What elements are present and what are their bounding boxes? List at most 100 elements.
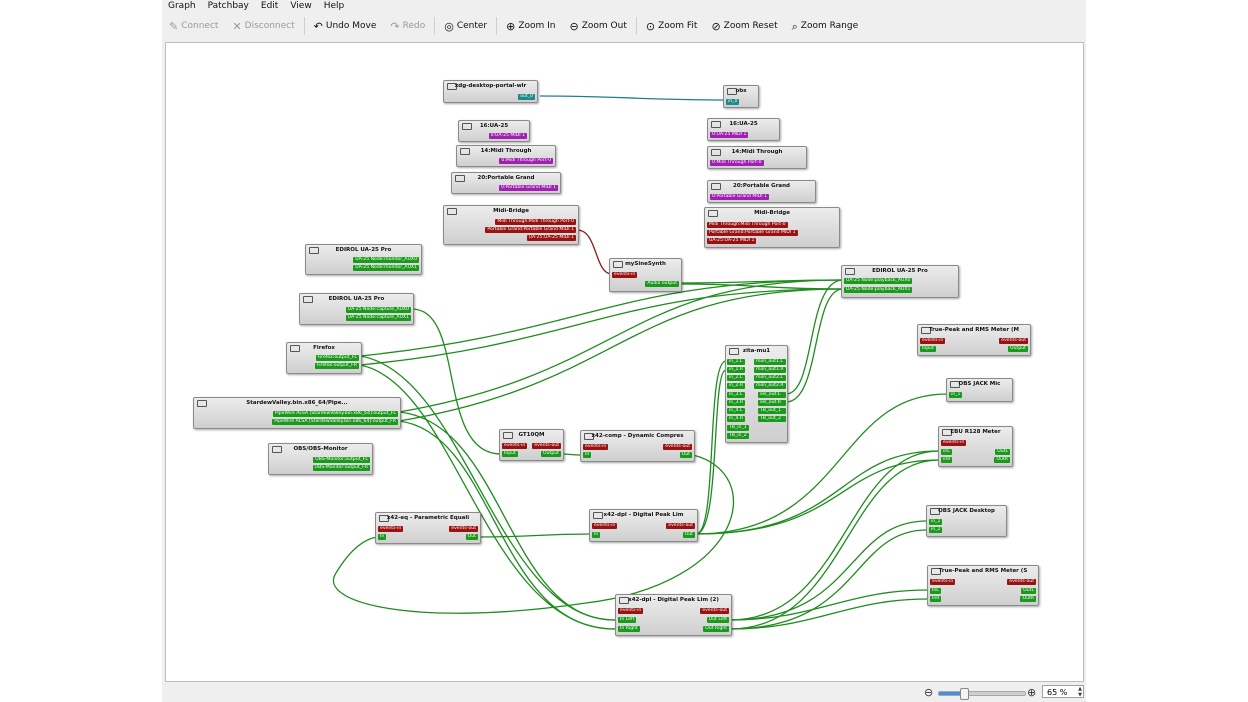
port-events-out[interactable]: events-out: [700, 608, 729, 614]
disconnect-button[interactable]: ✕ Disconnect: [225, 15, 301, 37]
port-events-out[interactable]: events-out: [663, 444, 692, 450]
port-midi-out[interactable]: 0:UA-25 MIDI 1: [488, 133, 527, 139]
node-true-peak-rms-mono[interactable]: True-Peak and RMS Meter (M events-in eve…: [917, 324, 1031, 356]
connection-zita-playback-r[interactable]: [785, 288, 844, 403]
port-midi-in[interactable]: 0:Midi Through Port-0: [710, 160, 764, 166]
port-audio-out[interactable]: Firefox:output_FR: [314, 363, 359, 369]
patchbay-canvas[interactable]: xdg-desktop-portal-wlr out_0 obs in_0 16…: [165, 42, 1084, 682]
node-stardew-valley[interactable]: StardewValley.bin.x86_64/Pipe... PipeWir…: [193, 397, 401, 429]
port-audio-in[interactable]: In Right: [618, 626, 640, 632]
port-events-in[interactable]: events-in: [612, 272, 638, 278]
spin-arrows-icon[interactable]: ▲▼: [1078, 686, 1082, 698]
menu-patchbay[interactable]: Patchbay: [207, 1, 249, 11]
node-edirol-playback[interactable]: EDIROL UA-25 Pro UA-25 Node:playback_AUX…: [841, 265, 959, 298]
connection-zita-playback-l[interactable]: [785, 279, 844, 395]
zoom-reset-button[interactable]: ⊘ Zoom Reset: [704, 15, 784, 37]
node-midi-bridge-left[interactable]: Midi-Bridge Midi Through:Midi Through Po…: [443, 205, 579, 245]
zoom-out-button[interactable]: ⊖ Zoom Out: [563, 15, 634, 37]
connection-dpl-zita-2[interactable]: [695, 369, 727, 535]
port-audio-in[interactable]: In Left: [618, 617, 637, 623]
node-midi-through-left[interactable]: 14:Midi Through 0:Midi Through Port-0: [456, 145, 556, 167]
connection-firefox-dpl2-l[interactable]: [359, 355, 616, 621]
port-midi-out[interactable]: 0:Midi Through Port-0: [499, 158, 553, 164]
port-events-in[interactable]: events-in: [592, 523, 618, 529]
zoom-in-button[interactable]: ⊕ Zoom In: [499, 15, 562, 37]
port-audio-out[interactable]: Out: [465, 534, 478, 540]
port-events-out[interactable]: events-out: [999, 338, 1028, 344]
port-in[interactable]: in_0: [726, 99, 740, 105]
node-ua25-midi-left[interactable]: 16:UA-25 0:UA-25 MIDI 1: [458, 120, 530, 142]
port-audio-in[interactable]: inL: [941, 449, 952, 455]
port-audio-in[interactable]: in_2: [929, 527, 943, 533]
node-midi-through-right[interactable]: 14:Midi Through 0:Midi Through Port-0: [707, 146, 807, 169]
connection-firefox-playback-r[interactable]: [359, 288, 844, 366]
port-audio-in[interactable]: In: [592, 532, 601, 538]
node-my-sine-synth[interactable]: mySineSynth events-in Audio output: [609, 258, 682, 292]
port-audio-out[interactable]: TB_out_2: [758, 416, 786, 422]
connection-firefox-playback-l[interactable]: [359, 279, 844, 357]
node-zita-mu1[interactable]: zita-mu1 in_1.L in_1.R in_2.L in_2.R in_…: [725, 345, 788, 443]
node-x42-eq[interactable]: x42-eq - Parametric Equali events-in eve…: [375, 512, 481, 544]
connection-stardew-playback-l[interactable]: [398, 279, 844, 413]
port-midi-out[interactable]: Portable Grand:Portable Grand MIDI 1: [485, 227, 576, 233]
node-portable-grand-left[interactable]: 20:Portable Grand 0:Portable Grand MIDI …: [451, 172, 561, 194]
connection-comp-eq[interactable]: [333, 454, 735, 614]
node-midi-bridge-right[interactable]: Midi-Bridge Midi Through:Midi Through Po…: [704, 207, 840, 248]
port-audio-in[interactable]: in_2.L: [727, 375, 745, 381]
port-audio-out[interactable]: OutL: [995, 449, 1010, 455]
port-midi-out[interactable]: Midi Through:Midi Through Port-0: [495, 219, 576, 225]
connection-capture-gt10[interactable]: [411, 308, 502, 455]
port-events-in[interactable]: events-in: [941, 440, 967, 446]
port-audio-out[interactable]: Output: [541, 451, 561, 457]
port-out[interactable]: out_0: [518, 94, 535, 100]
node-true-peak-rms-stereo[interactable]: True-Peak and RMS Meter (S events-in eve…: [927, 565, 1039, 606]
port-events-out[interactable]: events-out: [449, 526, 478, 532]
port-midi-out[interactable]: UA-25:UA-25 MIDI 1: [526, 235, 576, 241]
port-midi-in[interactable]: UA-25:UA-25 MIDI 1: [707, 238, 757, 244]
port-audio-out[interactable]: UA-25 Node:capture_AUX1: [345, 315, 411, 321]
port-audio-in[interactable]: inR: [941, 457, 953, 463]
port-audio-in[interactable]: in_4.R: [727, 416, 745, 422]
port-audio-in[interactable]: InL: [930, 588, 941, 594]
port-events-out[interactable]: events-out: [1007, 579, 1036, 585]
port-midi-in[interactable]: Midi Through:Midi Through Port-0: [707, 222, 788, 228]
port-audio-in[interactable]: UA-25 Node:playback_AUX0: [844, 278, 913, 284]
connection-eq-dpl[interactable]: [478, 533, 592, 538]
port-audio-in[interactable]: TB_in_1: [727, 425, 749, 431]
port-audio-out[interactable]: sel_out.R: [758, 400, 786, 406]
redo-button[interactable]: ↷ Redo: [383, 15, 432, 37]
zoom-slider[interactable]: [938, 688, 1026, 700]
node-portable-grand-right[interactable]: 20:Portable Grand 0:Portable Grand MIDI …: [707, 180, 816, 203]
node-ua25-midi-right[interactable]: 16:UA-25 0:UA-25 MIDI 1: [707, 118, 780, 141]
connection-dpl2-tprms-l[interactable]: [729, 589, 929, 621]
connection-dpl-obsmic[interactable]: [695, 393, 948, 535]
connection-dpl2-ebu-l[interactable]: [729, 450, 940, 621]
node-edirol-capture[interactable]: EDIROL UA-25 Pro UA-25 Node:capture_AUX0…: [299, 293, 414, 325]
port-audio-in[interactable]: in_1.L: [727, 359, 745, 365]
connection-dpl2-tprms-r[interactable]: [729, 598, 929, 630]
port-audio-out[interactable]: TB_out_1: [758, 408, 786, 414]
zoom-range-button[interactable]: ⌕ Zoom Range: [785, 15, 866, 37]
connection-dpl-zita-1[interactable]: [695, 360, 727, 535]
port-events-in[interactable]: events-in: [930, 579, 956, 585]
port-audio-out[interactable]: sel_out.L: [758, 392, 786, 398]
port-events-out[interactable]: events-out: [532, 443, 561, 449]
port-audio-out[interactable]: Firefox:output_FL: [315, 355, 359, 361]
port-audio-out[interactable]: OutL: [1021, 588, 1036, 594]
node-x42-dpl-2[interactable]: x42-dpl - Digital Peak Lim (2) events-in…: [615, 594, 732, 636]
port-audio-in[interactable]: in_1: [929, 519, 943, 525]
zoom-slider-handle[interactable]: [959, 688, 969, 700]
port-events-in[interactable]: events-in: [378, 526, 404, 532]
port-events-in[interactable]: events-in: [920, 338, 946, 344]
node-x42-dpl[interactable]: x42-dpl - Digital Peak Lim events-in eve…: [589, 509, 698, 542]
node-x42-comp[interactable]: x42-comp - Dynamic Compres events-in eve…: [580, 430, 695, 462]
port-audio-out[interactable]: mon_out2.R: [754, 383, 786, 389]
port-midi-out[interactable]: 0:Portable Grand MIDI 1: [498, 185, 558, 191]
port-audio-out[interactable]: UA-25 Node:monitor_AUX1: [353, 265, 419, 271]
port-events-in[interactable]: events-in: [618, 608, 644, 614]
connection-dpl2-ebu-r[interactable]: [729, 459, 940, 630]
port-events-in[interactable]: events-in: [502, 443, 528, 449]
node-firefox[interactable]: Firefox Firefox:output_FL Firefox:output…: [286, 342, 362, 374]
port-audio-out[interactable]: Out: [682, 532, 695, 538]
connection-dpl2-obsdesk-r[interactable]: [729, 529, 928, 630]
